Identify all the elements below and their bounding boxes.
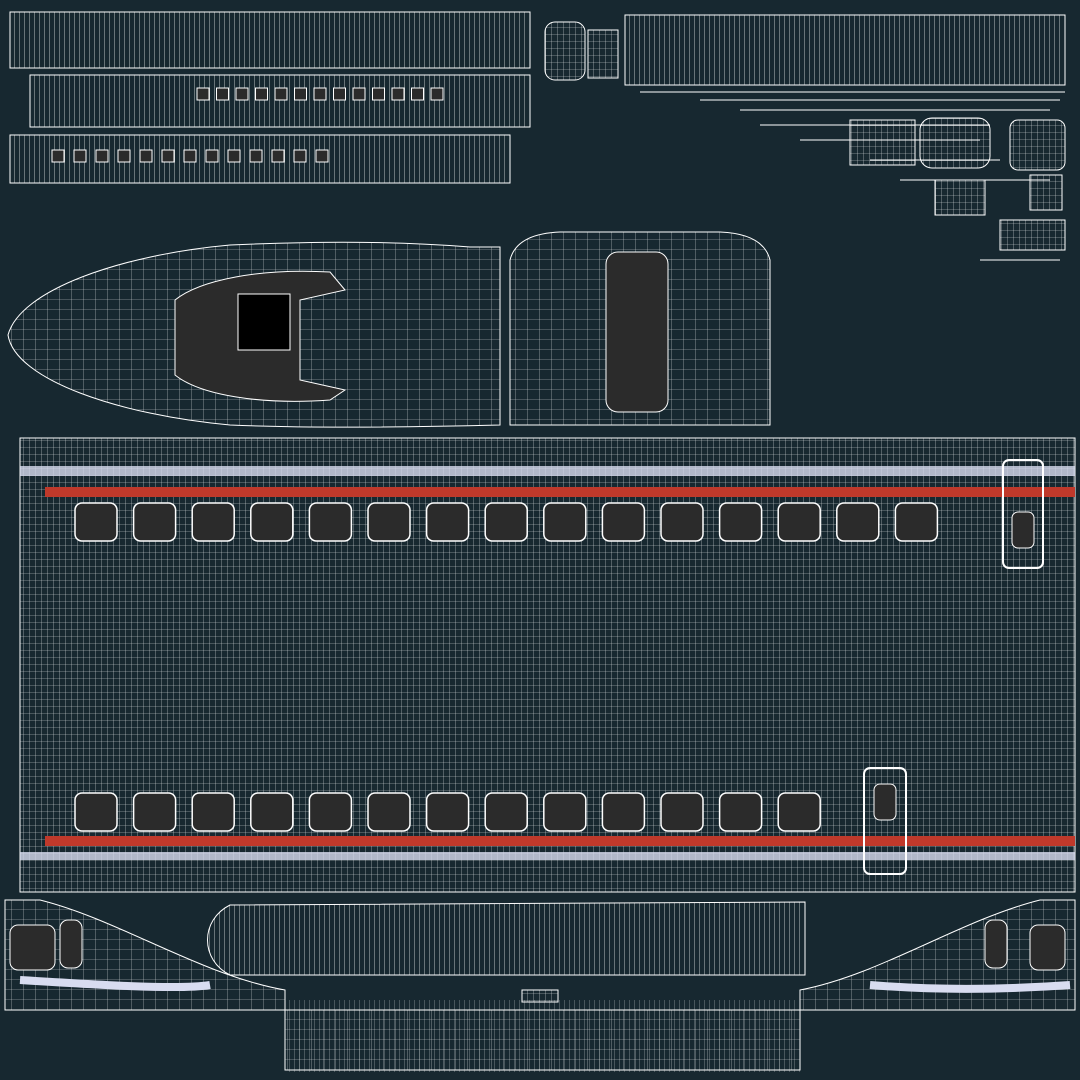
window-lower xyxy=(484,792,528,832)
end-door-window xyxy=(984,919,1008,969)
strip-window xyxy=(196,87,210,101)
island xyxy=(999,219,1066,251)
window-lower xyxy=(132,792,177,832)
roof-center-strip xyxy=(207,901,806,976)
door-upper xyxy=(1002,459,1044,569)
strip-window xyxy=(294,87,307,101)
strip-window xyxy=(235,87,249,101)
strip-window xyxy=(315,149,329,163)
strip-window xyxy=(271,149,285,163)
window-upper xyxy=(250,502,294,542)
strip-window xyxy=(73,149,87,163)
window-lower xyxy=(777,792,821,832)
window-upper xyxy=(660,502,704,542)
window-upper xyxy=(191,502,235,542)
end-window-left xyxy=(9,924,56,971)
window-lower xyxy=(718,792,763,832)
strip-window xyxy=(51,149,65,163)
window-upper xyxy=(543,502,587,542)
underframe xyxy=(285,1000,800,1072)
strip-window xyxy=(139,149,153,163)
window-upper xyxy=(74,502,118,542)
strip-window xyxy=(249,149,263,163)
window-lower xyxy=(425,792,470,832)
strip-window xyxy=(227,149,241,163)
window-upper xyxy=(425,502,470,542)
stripe-red-top xyxy=(45,487,1075,497)
window-lower xyxy=(308,792,353,832)
window-upper xyxy=(836,502,880,542)
strip-window xyxy=(161,149,175,163)
window-upper xyxy=(367,502,411,542)
strip-window xyxy=(205,149,219,163)
door-window xyxy=(1011,511,1035,549)
strip-window xyxy=(352,87,366,101)
stripe-red-bottom xyxy=(45,836,1075,846)
strip-window xyxy=(333,87,346,101)
island xyxy=(1009,119,1066,171)
end-window-right xyxy=(1029,924,1066,971)
window-lower xyxy=(601,792,646,832)
end-door-window xyxy=(59,919,83,969)
strip-window xyxy=(117,149,131,163)
island xyxy=(934,179,986,216)
end-stripes xyxy=(19,976,1071,993)
strip-window xyxy=(293,149,307,163)
window-row-group xyxy=(74,502,939,832)
strip-window xyxy=(391,87,405,101)
window-lower xyxy=(250,792,294,832)
strip-window xyxy=(274,87,288,101)
thin-strips xyxy=(640,91,1065,261)
island xyxy=(919,117,991,169)
island xyxy=(849,119,916,166)
strip-window xyxy=(95,149,109,163)
window-lower xyxy=(543,792,587,832)
window-lower xyxy=(191,792,235,832)
side-strip-group xyxy=(9,11,531,184)
window-lower xyxy=(74,792,118,832)
side-strip-top xyxy=(9,11,531,69)
strip-window xyxy=(183,149,197,163)
island xyxy=(587,29,619,79)
roof-strip xyxy=(624,14,1066,86)
window-lower xyxy=(367,792,411,832)
window-upper xyxy=(894,502,939,542)
strip-window xyxy=(216,87,229,101)
small-island xyxy=(521,989,559,1003)
stripe-light-bottom xyxy=(20,852,1075,860)
strip-window xyxy=(411,87,424,101)
strip-window xyxy=(313,87,327,101)
strip-window xyxy=(372,87,385,101)
window-lower xyxy=(660,792,704,832)
door-window xyxy=(873,783,897,821)
strip-window xyxy=(255,87,268,101)
island xyxy=(544,21,586,81)
side-strip-middle xyxy=(29,74,531,128)
window-upper xyxy=(132,502,177,542)
window-upper xyxy=(484,502,528,542)
window-upper xyxy=(601,502,646,542)
door-lower xyxy=(863,767,907,875)
cab-panel xyxy=(237,293,291,351)
window-upper xyxy=(718,502,763,542)
detail-islands xyxy=(544,14,1066,261)
front-door xyxy=(605,251,669,413)
island xyxy=(1029,174,1063,211)
window-upper xyxy=(308,502,353,542)
window-upper xyxy=(777,502,821,542)
strip-window xyxy=(430,87,444,101)
stripe-light-top xyxy=(20,466,1075,476)
